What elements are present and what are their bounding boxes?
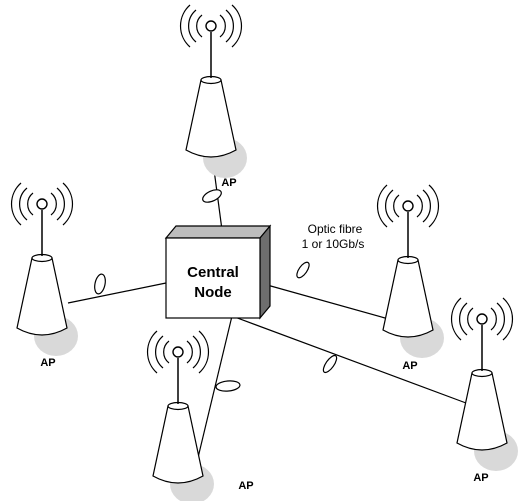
ap-label-left: AP <box>40 357 55 369</box>
fibre-loop-left <box>94 273 106 295</box>
central-node-label-line1: Central <box>187 264 239 281</box>
link-bottom <box>195 315 233 467</box>
fibre-loop-far-right <box>322 354 338 374</box>
ap-label-top: AP <box>221 177 236 189</box>
tower-icon <box>146 330 215 501</box>
link-right <box>259 282 386 319</box>
tower-icon <box>10 182 79 357</box>
central-node: Central Node <box>164 224 272 320</box>
ap-label-bottom: AP <box>238 480 253 492</box>
tower-icon <box>179 4 248 179</box>
fibre-loop-top <box>202 189 222 203</box>
link-left <box>67 282 167 304</box>
central-node-label-line2: Node <box>194 284 232 301</box>
link-annotation-line2: 1 or 10Gb/s <box>302 237 365 251</box>
fibre-loop-bottom <box>215 380 241 392</box>
link-far-right <box>231 315 467 404</box>
ap-label-far-right: AP <box>473 472 488 484</box>
link-annotation-line1: Optic fibre <box>308 222 363 236</box>
ap-label-right: AP <box>402 360 417 372</box>
tower-icon <box>450 297 519 472</box>
fibre-loop-right <box>296 261 310 279</box>
tower-icon <box>376 184 445 359</box>
